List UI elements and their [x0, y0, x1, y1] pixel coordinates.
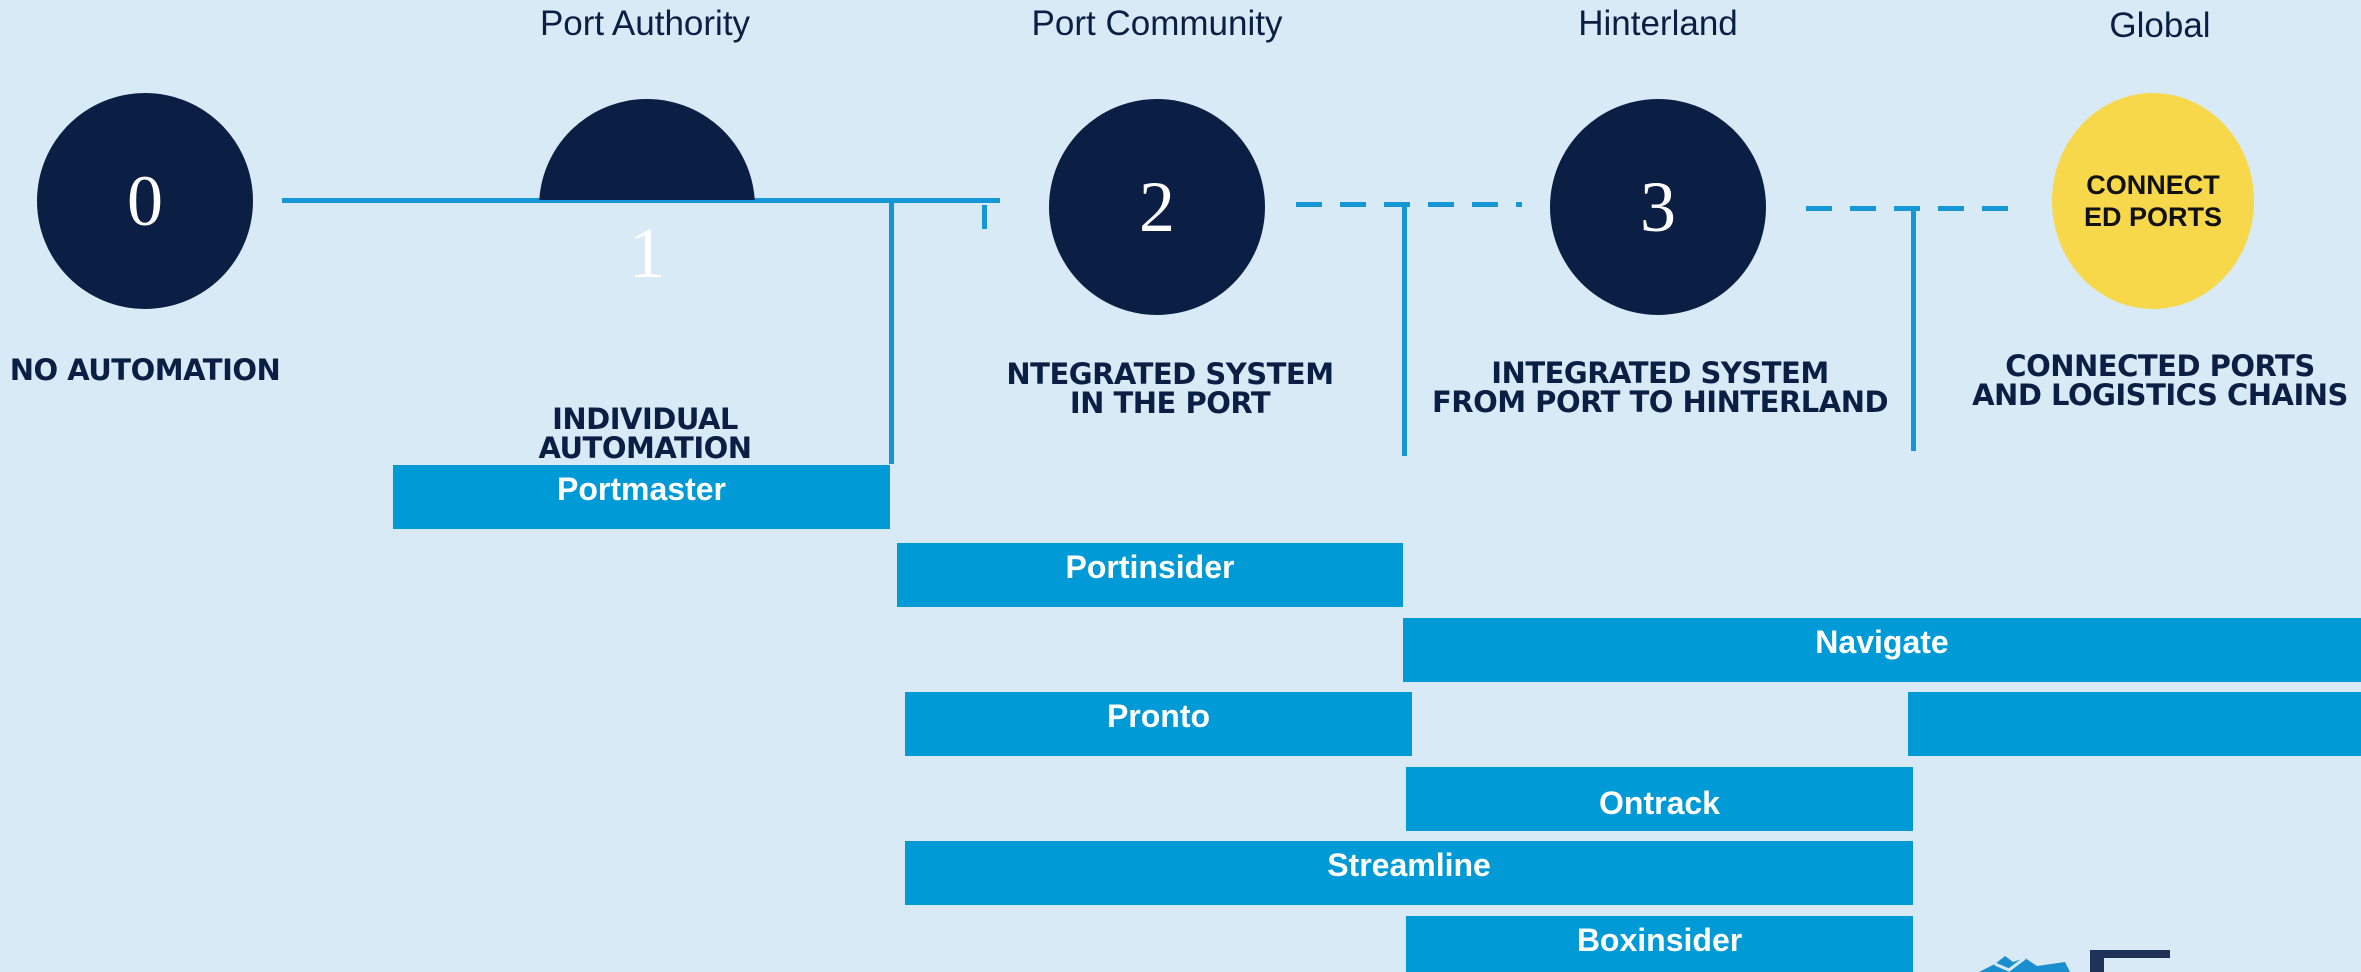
stage-0-label: NO AUTOMATION: [9, 353, 281, 387]
bar-portmaster: Portmaster: [393, 465, 890, 529]
bar-pronto-label: Pronto: [1106, 698, 1211, 734]
bar-ontrack: Ontrack: [1406, 767, 1913, 831]
stage-1-half-circle: [539, 99, 755, 200]
stage-2-label: NTEGRATED SYSTEM IN THE PORT: [1006, 357, 1334, 420]
bar-navigate: Navigate: [1403, 618, 2361, 682]
stage-global-circle-text: CONNECT ED PORTS: [2083, 170, 2223, 232]
logo-icon: [1965, 948, 2075, 972]
bar-navigate-label: Navigate: [1815, 624, 1949, 660]
column-title-port-authority: Port Authority: [539, 4, 751, 43]
stage-global-label: CONNECTED PORTS AND LOGISTICS CHAINS: [1972, 349, 2348, 412]
column-title-global: Global: [2109, 6, 2211, 45]
logo-wordmark-fragment: [2090, 950, 2290, 972]
dashed-connector-2-3: [1296, 202, 1522, 207]
stage-3-circle: 3: [1550, 99, 1766, 315]
stage-0-circle: 0: [37, 93, 253, 309]
stage-3-number: 3: [1640, 166, 1676, 247]
divider-line-3: [1911, 208, 1916, 451]
stage-2-number: 2: [1139, 166, 1175, 247]
bar-boxinsider: Boxinsider: [1406, 916, 1913, 972]
divider-line-1: [889, 198, 894, 464]
bar-unlabeled-global: [1908, 692, 2361, 756]
column-title-hinterland: Hinterland: [1578, 4, 1738, 43]
bar-streamline: Streamline: [905, 841, 1913, 905]
bar-portmaster-label: Portmaster: [557, 471, 726, 507]
dashed-connector-3-global: [1806, 206, 2026, 211]
stage-1-number: 1: [629, 213, 665, 293]
stage-0-number: 0: [127, 160, 163, 241]
bar-portinsider: Portinsider: [897, 543, 1403, 607]
bar-pronto: Pronto: [905, 692, 1412, 756]
column-title-port-community: Port Community: [1031, 4, 1283, 43]
bar-ontrack-label: Ontrack: [1599, 785, 1720, 821]
stage-2-circle: 2: [1049, 99, 1265, 315]
connector-line-0-2: [282, 198, 1000, 203]
bar-boxinsider-label: Boxinsider: [1576, 922, 1743, 958]
connector-tick: [982, 205, 987, 229]
bar-portinsider-label: Portinsider: [1065, 549, 1235, 585]
stage-global-circle: CONNECT ED PORTS: [2052, 93, 2254, 309]
bar-streamline-label: Streamline: [1327, 847, 1491, 883]
divider-line-2: [1402, 204, 1407, 456]
stage-1-label: INDIVIDUAL AUTOMATION: [538, 402, 752, 465]
stage-3-label: INTEGRATED SYSTEM FROM PORT TO HINTERLAN…: [1431, 356, 1889, 419]
